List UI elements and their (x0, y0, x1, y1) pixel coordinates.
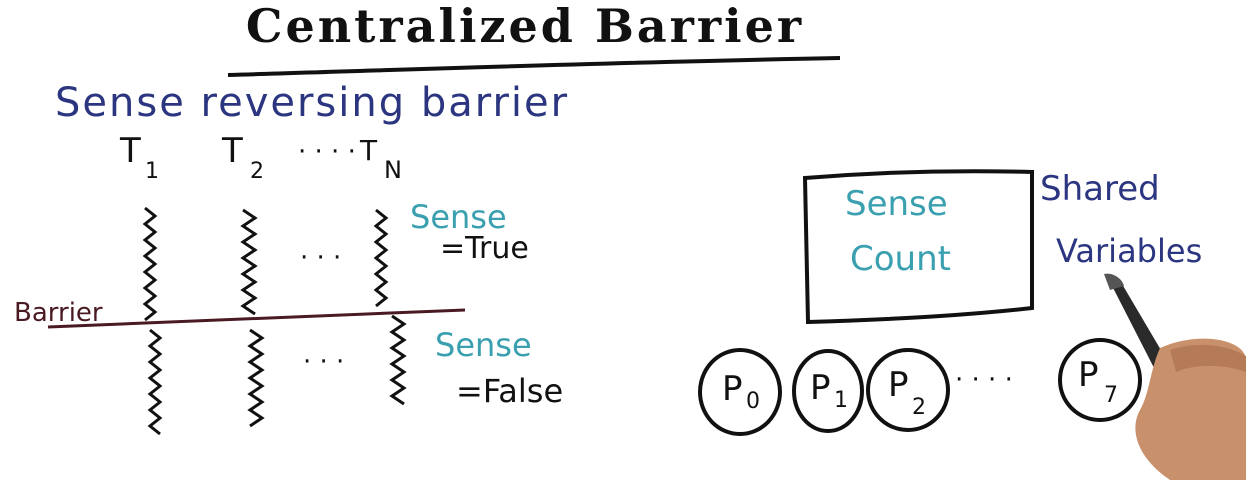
svg-text:7: 7 (1104, 383, 1118, 408)
thread-label-t2: T 2 (221, 131, 264, 184)
svg-text:1: 1 (834, 388, 848, 413)
barrier-label: Barrier (14, 298, 103, 328)
svg-text:P: P (888, 365, 909, 405)
thread-label-tn: T N (359, 134, 402, 184)
svg-text:P: P (1078, 355, 1099, 395)
svg-text:P: P (722, 369, 743, 409)
title-underline (227, 56, 841, 77)
processor-p7: P 7 (1058, 338, 1142, 422)
shared-label: Shared (1040, 169, 1160, 209)
thread-label-t1: T 1 (119, 131, 159, 184)
svg-text:T: T (221, 131, 243, 171)
svg-text:0: 0 (746, 389, 760, 414)
hand-with-pen-image (1104, 273, 1246, 480)
sense-false-label: Sense (435, 326, 532, 364)
svg-text:2: 2 (250, 159, 264, 184)
svg-text:2: 2 (912, 395, 926, 420)
thread-wave-t2-bottom (247, 328, 265, 428)
thread-wave-t1-bottom (147, 328, 163, 436)
box-count: Count (850, 239, 951, 279)
thread-wave-tn-bottom (389, 314, 407, 406)
middle-ellipsis-top: · · · (300, 243, 341, 273)
processor-p2: P 2 (866, 348, 950, 432)
thread-ellipsis: · · · · (298, 137, 356, 167)
box-sense: Sense (845, 184, 948, 224)
sense-true-label: Sense (410, 198, 507, 236)
shared-variables-box (802, 169, 1034, 325)
thread-wave-tn-top (373, 208, 389, 308)
sense-true-value: =True (440, 231, 529, 266)
svg-text:1: 1 (145, 159, 159, 184)
subtitle: Sense reversing barrier (55, 80, 569, 126)
svg-text:N: N (384, 156, 402, 184)
thread-wave-t1-top (142, 206, 158, 322)
variables-label: Variables (1056, 232, 1202, 270)
sense-false-value: =False (456, 372, 563, 410)
processor-ellipsis: · · · · (955, 365, 1013, 395)
title: Centralized Barrier (246, 0, 804, 53)
processor-p0: P 0 (698, 348, 782, 436)
thread-wave-t2-top (240, 208, 258, 316)
middle-ellipsis-bottom: · · · (303, 347, 344, 377)
svg-text:P: P (810, 368, 831, 408)
svg-text:T: T (119, 131, 141, 171)
barrier-line (47, 308, 466, 329)
svg-text:T: T (359, 134, 378, 167)
processor-p1: P 1 (792, 349, 864, 433)
